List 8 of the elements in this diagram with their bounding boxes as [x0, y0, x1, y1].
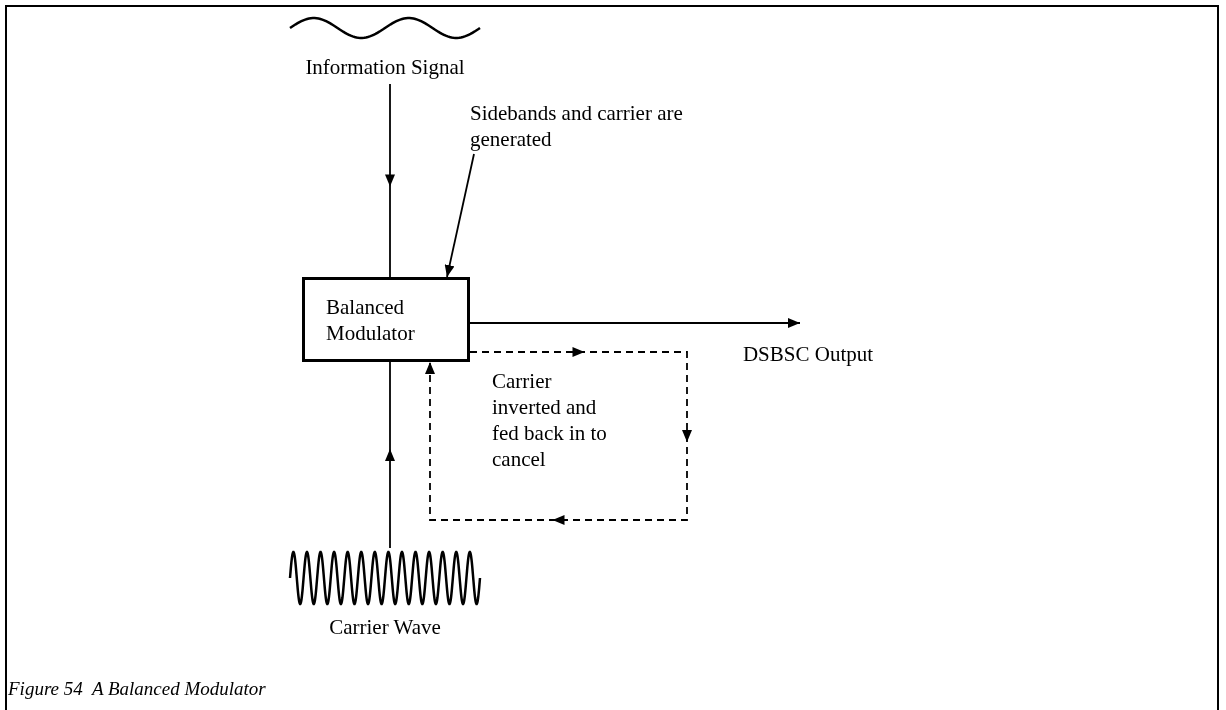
figure-caption: Figure 54 A Balanced Modulator — [8, 678, 266, 700]
node-label: Balanced Modulator — [326, 293, 416, 346]
annotation-text: Carrier inverted and fed back in to cancel — [492, 368, 608, 472]
modulator-box — [302, 277, 470, 362]
node-label: Carrier Wave — [329, 614, 441, 640]
node-label: Sidebands and carrier are generated — [470, 100, 684, 152]
node-label: Information Signal — [305, 54, 465, 80]
node-label: DSBSC Output — [742, 341, 874, 367]
